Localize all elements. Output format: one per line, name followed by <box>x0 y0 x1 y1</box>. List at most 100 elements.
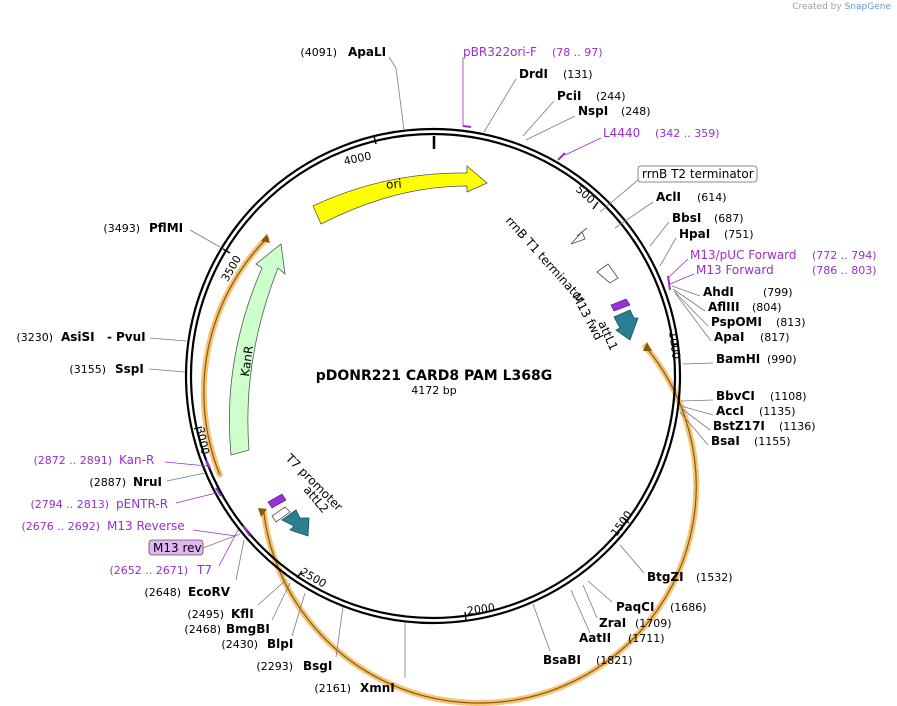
site-pos: (2430) <box>221 638 258 651</box>
site-name: XmnI <box>360 681 395 695</box>
site-name: BstZ17I <box>713 419 765 433</box>
site-name: BbvCI <box>716 389 755 403</box>
site-pos: (990) <box>767 353 797 366</box>
rrnb-t2-terminator-box: rrnB T2 terminator <box>599 165 758 213</box>
primer-range: (342 .. 359) <box>655 127 720 140</box>
site-pos: (1135) <box>759 405 796 418</box>
site-pcii: PciI (244) <box>522 89 626 137</box>
site-pflmi: (3493) PflMI <box>103 221 221 248</box>
feature-ori: ori <box>312 165 488 225</box>
site-bbvci: BbvCI (1108) <box>680 389 807 403</box>
tick-3000 <box>193 426 203 430</box>
site-pos: (2161) <box>314 682 351 695</box>
site-asisi-pvui: (3230) AsiSI - PvuI <box>16 330 187 344</box>
site-zrai: ZraI (1709) <box>582 584 672 630</box>
site-drdi: DrdI (131) <box>483 67 593 133</box>
site-name: BamHI <box>716 352 760 366</box>
tick-label-4000: 4000 <box>342 149 372 168</box>
rrnb-t2-label: rrnB T2 terminator <box>642 167 754 181</box>
site-apai: ApaI (817) <box>674 292 790 344</box>
primer-range: (2652 .. 2671) <box>109 564 188 577</box>
site-pos: (248) <box>621 105 651 118</box>
site-xmni: (2161) XmnI <box>314 622 406 695</box>
site-ecorv: (2648) EcoRV <box>144 539 245 599</box>
backbone-outer <box>184 127 682 625</box>
primer-range: (2872 .. 2891) <box>33 454 112 467</box>
site-pos: (817) <box>760 331 790 344</box>
primer-pentr-r: (2794 .. 2813) pENTR-R <box>30 487 222 511</box>
snapgene-credit: Created by SnapGene <box>792 2 891 12</box>
site-name: AclI <box>656 190 681 204</box>
primer-name: M13 Forward <box>696 263 774 277</box>
site-name: BsgI <box>303 659 332 673</box>
feature-attl1: attL1 <box>595 309 639 353</box>
site-pos: (2495) <box>187 608 224 621</box>
site-name: AsiSI <box>61 330 95 344</box>
site-bsgi: (2293) BsgI <box>256 606 344 673</box>
site-name: EcoRV <box>188 585 231 599</box>
site-acci: AccI (1135) <box>680 404 796 418</box>
site-name: HpaI <box>679 227 710 241</box>
site-hpai: HpaI (751) <box>659 227 754 267</box>
site-kfli: (2495) KflI <box>187 579 287 621</box>
primer-t7: (2652 .. 2671) T7 <box>109 529 239 577</box>
site-name: BbsI <box>672 211 701 225</box>
site-pos: (131) <box>563 68 593 81</box>
tick-label-3000: 3000 <box>193 426 212 456</box>
site-name: AhdI <box>703 285 734 299</box>
site-pos: (751) <box>724 228 754 241</box>
site-name: BsaBI <box>543 653 581 667</box>
plasmid-title: pDONR221 CARD8 PAM L368G <box>316 368 553 384</box>
site-separator: - <box>107 330 112 344</box>
site-pos: (1136) <box>779 420 816 433</box>
tick-500 <box>592 201 599 210</box>
site-name: BtgZI <box>647 570 684 584</box>
m13-rev-box: M13 rev <box>148 533 241 556</box>
site-ahdi: AhdI (799) <box>671 285 793 299</box>
site-paqci: PaqCI (1686) <box>587 580 707 614</box>
tick-2500 <box>296 570 303 579</box>
site-bsai: BsaI (1155) <box>679 411 791 448</box>
site-bsabi: BsaBI (1821) <box>532 603 633 667</box>
primer-name: M13/pUC Forward <box>690 248 797 262</box>
primer-m13-puc-forward: M13/pUC Forward (772 .. 794) <box>667 248 877 279</box>
site-name: AflIII <box>708 300 740 314</box>
site-pos: (1821) <box>596 654 633 667</box>
site-afliii: AflIII (804) <box>672 288 782 314</box>
primer-name: pBR322ori-F <box>463 45 537 59</box>
site-pspomi: PspOMI (813) <box>673 290 806 329</box>
site-name: SspI <box>115 362 144 376</box>
primer-name: L4440 <box>603 126 640 140</box>
tick-3500 <box>222 248 231 254</box>
site-name: PciI <box>557 89 582 103</box>
primer-name: T7 <box>196 563 212 577</box>
site-pos: (1155) <box>754 435 791 448</box>
primer-name: M13 Reverse <box>107 519 185 533</box>
site-pos: (1711) <box>628 632 665 645</box>
site-pos: (2468) <box>184 623 221 636</box>
site-name: KflI <box>231 607 254 621</box>
tick-label-1000: 1000 <box>666 330 683 360</box>
site-name: AccI <box>716 404 744 418</box>
site-name: PspOMI <box>711 315 762 329</box>
site-pos: (3230) <box>16 331 53 344</box>
feature-m13-rev-mark <box>267 493 287 509</box>
site-name: BmgBI <box>226 622 270 636</box>
primer-range: (2794 .. 2813) <box>30 498 109 511</box>
site-name: PvuI <box>116 330 146 344</box>
site-pos: (804) <box>752 301 782 314</box>
site-bbsi: BbsI (687) <box>649 211 744 247</box>
site-nspi: NspI (248) <box>525 104 651 141</box>
site-pos: (1108) <box>770 390 807 403</box>
primer-range: (2676 .. 2692) <box>21 520 100 533</box>
site-name: ApaI <box>714 330 744 344</box>
site-aatii: AatII (1711) <box>570 589 665 645</box>
site-name: NruI <box>133 475 162 489</box>
site-name: PflMI <box>149 221 183 235</box>
site-name: PaqCI <box>616 600 654 614</box>
site-pos: (687) <box>714 212 744 225</box>
tick-2000 <box>464 611 467 621</box>
site-acli: AclI (614) <box>614 190 727 229</box>
site-name: ApaLI <box>348 45 386 59</box>
